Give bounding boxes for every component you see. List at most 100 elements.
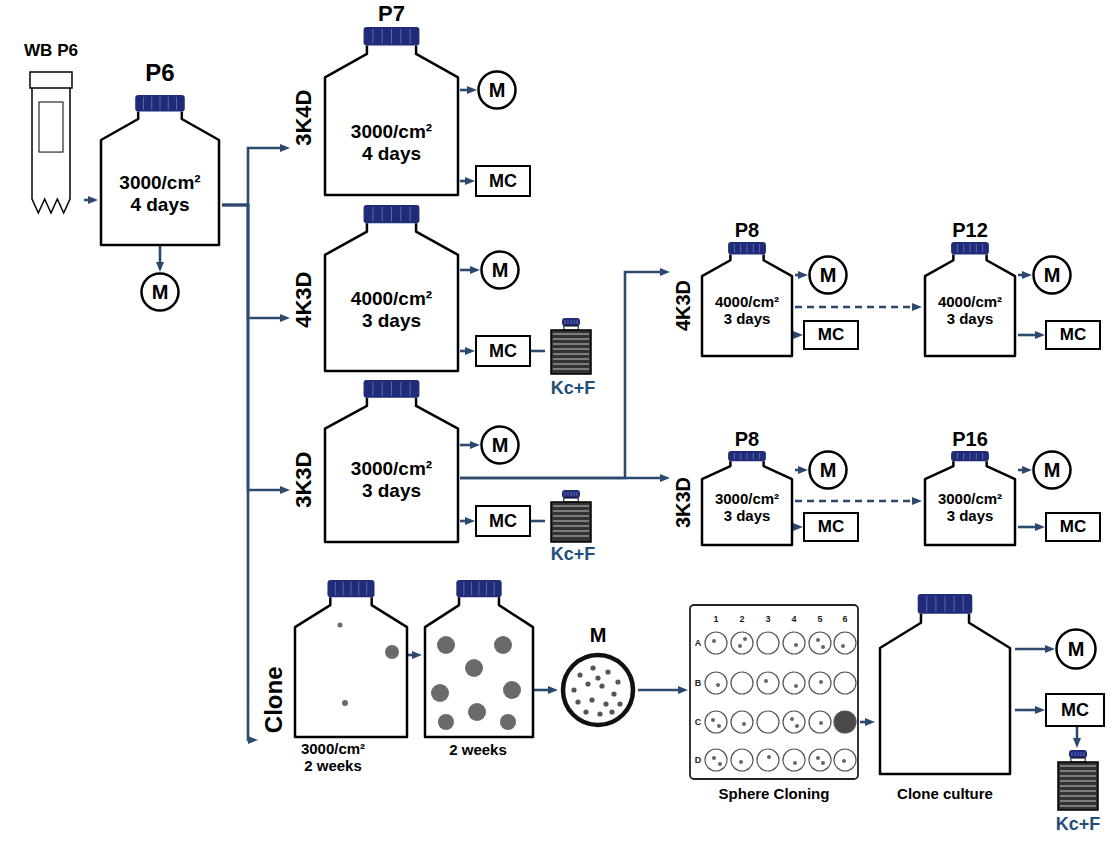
cap-ridge: [1084, 752, 1085, 756]
mc-box: MC: [1045, 320, 1101, 350]
flask-cap: [951, 451, 989, 461]
cap-ridge: [734, 453, 735, 459]
seeding-text: 4000/cm²: [938, 293, 1002, 310]
flow-arrow: [531, 350, 545, 353]
well: [757, 672, 779, 694]
stack-body: [1058, 762, 1098, 810]
well-plate-shape: [688, 603, 860, 808]
plate-index: D: [695, 756, 702, 765]
well: [834, 749, 856, 771]
stack-layer: [1060, 791, 1096, 792]
well: [705, 711, 727, 733]
passage-label: WB P6: [24, 41, 78, 61]
mc-box: MC: [1045, 693, 1105, 727]
well: [731, 749, 753, 771]
m-circle-outline: [482, 252, 519, 289]
stack-layer: [553, 344, 589, 345]
cap-ridge: [410, 207, 411, 221]
seeding-text: 4 days: [130, 194, 189, 216]
flask-outline: [325, 45, 458, 195]
cap-ridge: [565, 320, 566, 324]
stack-layer: [553, 521, 589, 522]
m-circle: M: [140, 272, 180, 312]
flow-arrow: [795, 274, 801, 277]
cap-ridge: [410, 29, 411, 43]
cap-ridge: [753, 244, 754, 253]
node-label: M: [1044, 264, 1061, 287]
flask-caption: Kc+F: [551, 544, 596, 565]
colony-dot: [437, 636, 455, 654]
cap-ridge: [574, 320, 575, 324]
sphere-dot: [611, 691, 616, 696]
cell-stack: Kc+F: [1050, 748, 1106, 840]
well-sphere: [816, 638, 820, 642]
flow-arrow: [222, 148, 283, 205]
well-plate: Sphere Cloning: [688, 603, 860, 808]
node-label: M: [492, 259, 509, 282]
sphere-dot: [603, 701, 608, 706]
m-circle-outline: [482, 427, 519, 464]
m-circle-outline: [1057, 630, 1096, 669]
cap-ridge: [1081, 752, 1082, 756]
well: [705, 672, 727, 694]
node-label: M: [1068, 638, 1085, 661]
cap-ridge: [935, 596, 936, 612]
condition-label: Clone: [259, 667, 287, 734]
well-sphere: [819, 721, 823, 725]
flask-cap: [1069, 750, 1087, 758]
sphere-dot: [589, 697, 594, 702]
well-selected: [834, 711, 856, 733]
flow-arrow: [460, 269, 473, 272]
flow-arrow: [1018, 334, 1038, 337]
mc-box: MC: [1045, 512, 1101, 542]
flow-arrow: [795, 469, 801, 472]
node-label: M: [1044, 459, 1061, 482]
flow-arrow: [1018, 274, 1025, 277]
culture-flask: P124000/cm²3 days: [922, 218, 1018, 358]
cap-ridge: [382, 207, 383, 221]
culture-flask: P163000/cm²3 days: [922, 427, 1018, 547]
stack-layer: [553, 359, 589, 360]
flask-caption: Sphere Cloning: [719, 785, 830, 802]
plate-index: A: [695, 639, 702, 648]
colony-dot: [342, 700, 348, 706]
well: [705, 632, 727, 654]
well-sphere: [793, 761, 797, 765]
cap-ridge: [168, 97, 169, 110]
plate-index: C: [695, 718, 702, 727]
well: [809, 711, 831, 733]
cap-ridge: [568, 492, 569, 496]
culture-flask: P84K3D4000/cm²3 days: [670, 218, 795, 358]
colony-dot: [338, 623, 343, 628]
stack-layer: [553, 364, 589, 365]
cap-ridge: [571, 320, 572, 324]
flask-cap: [364, 380, 420, 398]
cap-ridge: [734, 244, 735, 253]
sphere-dot: [599, 683, 604, 688]
sphere-dot: [617, 701, 622, 706]
flask-caption: 2 weeks: [449, 741, 507, 758]
mc-box: MC: [475, 335, 531, 367]
stack-layer: [1060, 766, 1096, 767]
stack-layer: [553, 511, 589, 512]
m-circle: M: [808, 450, 848, 490]
stack-layer: [553, 506, 589, 507]
seeding-text: 3000/cm²: [715, 490, 779, 507]
seeding-text: 4 days: [362, 143, 421, 165]
stack-layer: [1060, 796, 1096, 797]
mc-box: MC: [475, 165, 531, 197]
colony-dot: [431, 684, 449, 702]
sphere-dot: [590, 665, 595, 670]
flask-cap: [562, 318, 580, 326]
m-circle-outline: [479, 72, 516, 109]
well-sphere: [718, 762, 722, 766]
cap-ridge: [410, 382, 411, 396]
cap-ridge: [747, 244, 748, 253]
m-circle-outline: [810, 452, 847, 489]
well: [757, 749, 779, 771]
well-sphere: [764, 679, 768, 683]
cap-ridge: [382, 29, 383, 43]
well-sphere: [717, 724, 721, 728]
node-label: MC: [1061, 700, 1089, 721]
cap-ridge: [400, 382, 401, 396]
